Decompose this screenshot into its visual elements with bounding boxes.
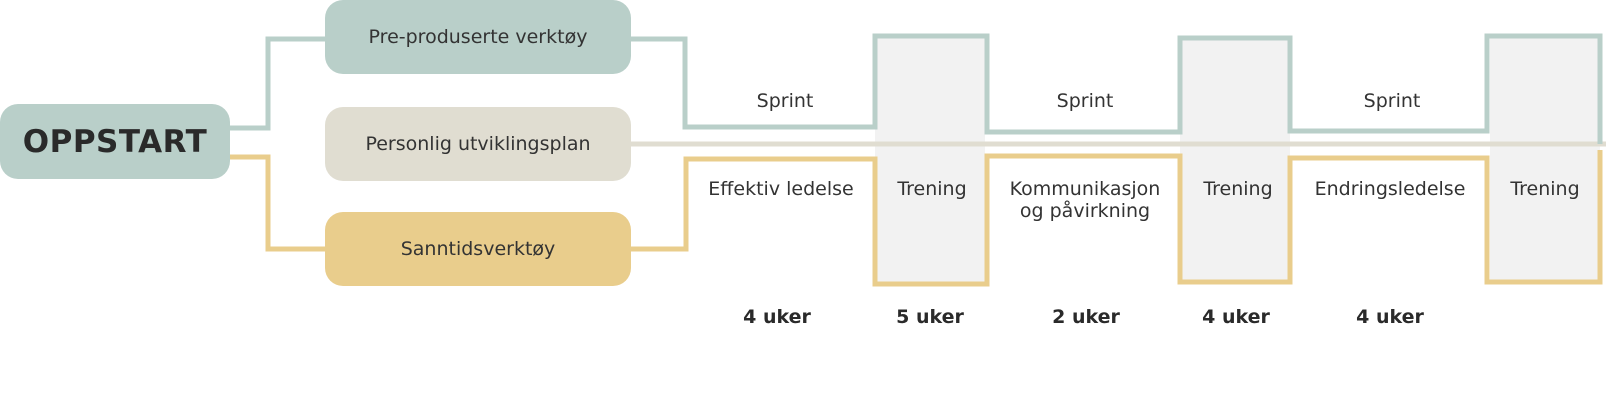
duration-5: 4 uker [1356,306,1424,328]
realtime-tools-box: Sanntidsverktøy [325,212,631,286]
yellow-sprint-wave [631,150,1603,287]
sprint-topic-1: Effektiv ledelse [708,178,854,200]
personal-plan-box: Personlig utviklingsplan [325,107,631,181]
duration-3: 2 uker [1052,306,1120,328]
sprint-topic-2: Kommunikasjon og påvirkning [1009,178,1161,222]
training-label-2: Trening [1203,178,1273,200]
training-label-1: Trening [897,178,967,200]
green-connector-start [230,36,325,131]
green-sprint-wave [631,33,1603,144]
duration-2: 5 uker [896,306,964,328]
sprint-label-3: Sprint [1363,90,1421,112]
sprint-topic-3: Endringsledelse [1314,178,1466,200]
training-label-3: Trening [1510,178,1580,200]
sprint-label-1: Sprint [756,90,814,112]
yellow-connector-start [230,154,325,252]
training-panel-2 [1180,38,1290,282]
sprint-label-2: Sprint [1056,90,1114,112]
duration-1: 4 uker [743,306,811,328]
training-panel-1 [875,38,985,282]
training-panel-3 [1490,38,1600,282]
duration-4: 4 uker [1202,306,1270,328]
pre-produced-tools-box: Pre-produserte verktøy [325,0,631,74]
start-box: OPPSTART [0,104,230,179]
